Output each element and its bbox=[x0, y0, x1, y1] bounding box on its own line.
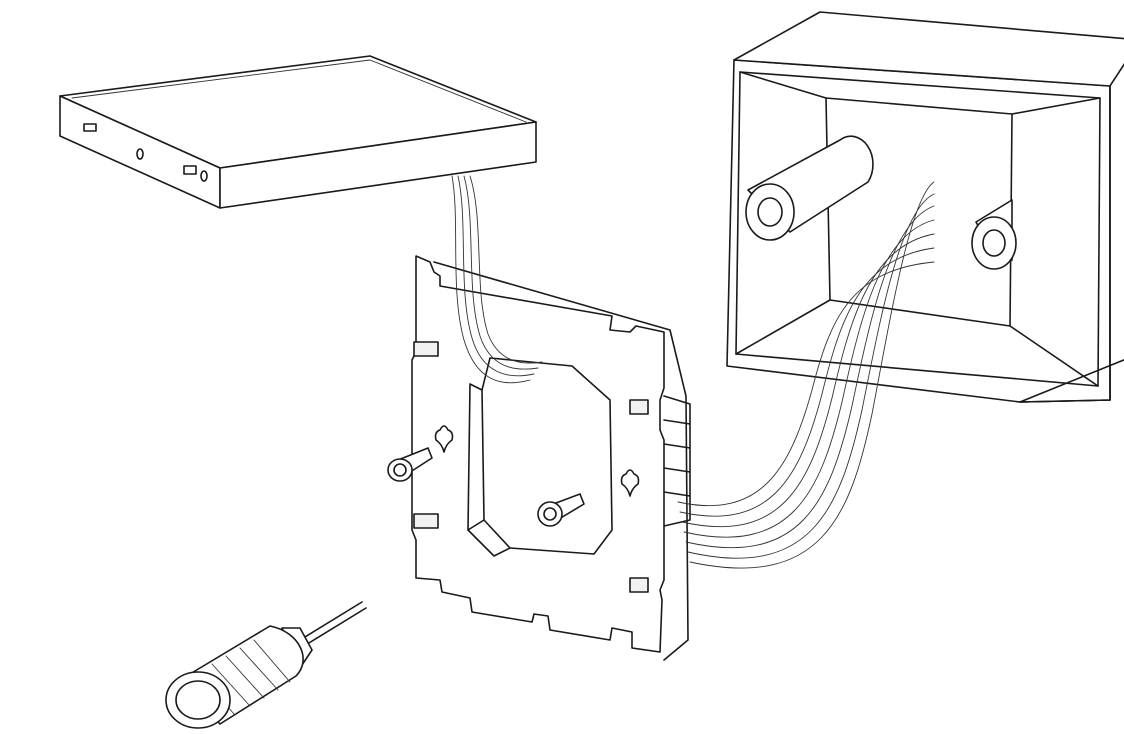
mounting-screw-left bbox=[387, 447, 433, 482]
keyhole-slot-icon bbox=[434, 425, 454, 453]
keyhole-slot-icon bbox=[620, 469, 640, 497]
button-icon bbox=[200, 170, 208, 182]
usb-port-icon bbox=[83, 123, 97, 132]
wall-box bbox=[726, 11, 1124, 403]
mounting-screw-center bbox=[537, 493, 585, 527]
box-post-right bbox=[971, 199, 1017, 270]
usb-port-icon bbox=[183, 165, 197, 175]
wiring-harness-right bbox=[677, 181, 935, 569]
screwdriver bbox=[165, 601, 367, 729]
led-icon bbox=[136, 148, 144, 160]
mounting-plate bbox=[411, 255, 691, 661]
control-unit bbox=[59, 55, 537, 209]
wiring-harness-top bbox=[451, 175, 543, 384]
terminal-block bbox=[663, 395, 691, 527]
box-post-left bbox=[745, 135, 874, 241]
